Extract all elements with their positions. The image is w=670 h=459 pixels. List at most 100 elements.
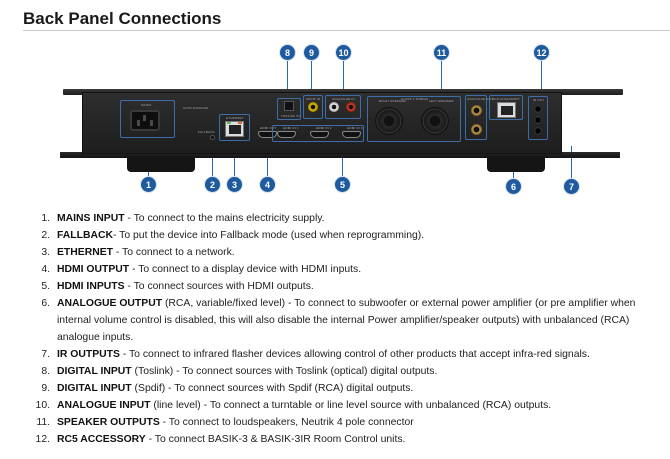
list-item: 10.ANALOGUE INPUT (line level) - To conn… [28, 397, 668, 414]
back-panel-figure: MAINS AUTO RANGING FALLBACK ETHERNET HDM… [0, 38, 670, 198]
chassis-bottom [60, 152, 620, 158]
item-term: IR OUTPUTS [57, 349, 120, 360]
spdif-rca-port[interactable] [308, 102, 318, 112]
analogue-out-left-port[interactable] [471, 105, 482, 116]
group-rc5 [489, 95, 523, 120]
item-term: ANALOGUE INPUT [57, 400, 151, 411]
rubber-foot [127, 158, 195, 172]
rc5-accessory-port[interactable] [497, 102, 516, 118]
callout-2: 2 [205, 177, 220, 192]
item-num: 5. [41, 281, 50, 292]
left-speaker-connector[interactable] [421, 107, 449, 135]
leader-line [311, 58, 312, 100]
leader-line [343, 58, 344, 100]
ethernet-port[interactable] [225, 121, 244, 137]
leader-line [571, 146, 572, 179]
leader-line [267, 138, 268, 179]
item-desc: - To connect a turntable or line level s… [200, 400, 552, 411]
label-rc5-accessory: RC5 ACCESSORY [492, 97, 521, 101]
callout-12: 12 [534, 45, 549, 60]
hdmi-input-3-port[interactable] [342, 131, 361, 138]
leader-line [234, 138, 235, 179]
list-item: 2.FALLBACK- To put the device into Fallb… [28, 227, 668, 244]
list-item: 12.RC5 ACCESSORY - To connect BASIK-3 & … [28, 431, 668, 448]
label-hdmi-out: HDMI OUT [260, 126, 277, 130]
item-desc: - To connect BASIK-3 & BASIK-3IR Room Co… [145, 434, 406, 445]
item-term: FALLBACK [57, 230, 113, 241]
label-analogue-in: ANALOGUE IN [332, 97, 355, 101]
item-num: 7. [41, 349, 50, 360]
fallback-button[interactable] [210, 135, 215, 140]
item-desc: - To connect to infrared flasher devices… [119, 349, 590, 360]
item-term: HDMI OUTPUT [57, 264, 130, 275]
item-num: 9. [41, 383, 50, 394]
callout-8: 8 [280, 45, 295, 60]
item-num: 1. [41, 213, 50, 224]
callout-4: 4 [260, 177, 275, 192]
analogue-in-right-port[interactable] [346, 102, 356, 112]
list-item: 11.SPEAKER OUTPUTS - To connect to louds… [28, 414, 668, 431]
list-item: 1. MAINS INPUT - To connect to the mains … [28, 210, 668, 227]
list-item: 5.HDMI INPUTS - To connect sources with … [28, 278, 668, 295]
right-speaker-connector[interactable] [375, 107, 403, 135]
group-analogue-out [465, 95, 487, 140]
item-num: 4. [41, 264, 50, 275]
group-analogue-in [325, 95, 361, 119]
item-term: MAINS INPUT [57, 213, 125, 224]
item-num: 12. [35, 434, 50, 445]
hdmi-input-1-port[interactable] [277, 131, 296, 138]
list-item: 9. DIGITAL INPUT (Spdif) - To connect sou… [28, 380, 668, 397]
analogue-in-left-port[interactable] [329, 102, 339, 112]
leader-line [342, 142, 343, 179]
label-class2-wiring: CLASS 2 WIRING [401, 97, 429, 101]
item-desc: - To connect sources with Toslink (optic… [173, 366, 438, 377]
item-term: ANALOGUE OUTPUT [57, 298, 163, 309]
item-desc: - To connect to a network. [113, 247, 235, 258]
item-term: HDMI INPUTS [57, 281, 125, 292]
label-mains: MAINS [141, 103, 152, 107]
item-desc: - To connect to a display device with HD… [129, 264, 362, 275]
item-desc: - To connect sources with Spdif (RCA) di… [165, 383, 414, 394]
item-num: 6. [41, 298, 50, 309]
item-qual: (Toslink) [131, 366, 174, 377]
item-term: DIGITAL INPUT [57, 383, 132, 394]
ir-output-2-port[interactable] [534, 116, 542, 124]
label-analogue-out: ANALOGUE OUT [467, 97, 494, 101]
group-speaker-outputs [367, 96, 461, 142]
label-fallback: FALLBACK [198, 130, 215, 134]
label-toslink: TOSLINK IN [281, 114, 300, 118]
label-spdif: SPDIF IN [306, 97, 321, 101]
label-hdmi-in-1: HDMI IN 1 [283, 126, 299, 130]
label-ethernet: ETHERNET [226, 116, 244, 120]
item-term: DIGITAL INPUT [57, 366, 132, 377]
item-desc: - To connect to the mains electricity su… [124, 213, 325, 224]
rubber-foot [487, 158, 545, 172]
callout-11: 11 [434, 45, 449, 60]
analogue-out-right-port[interactable] [471, 124, 482, 135]
list-item: 7. IR OUTPUTS - To connect to infrared fl… [28, 346, 668, 363]
ir-output-3-port[interactable] [534, 127, 542, 135]
item-qual: (Spdif) [131, 383, 166, 394]
label-left-speaker: LEFT SPEAKER [429, 99, 454, 103]
ir-output-1-port[interactable] [534, 105, 542, 113]
item-term: SPEAKER OUTPUTS [57, 417, 160, 428]
group-hdmi-in [272, 125, 364, 142]
label-hdmi-in-2: HDMI IN 2 [316, 126, 332, 130]
list-item: 8. DIGITAL INPUT (Toslink) - To connect s… [28, 363, 668, 380]
group-spdif [303, 95, 323, 119]
rear-panel: MAINS AUTO RANGING FALLBACK ETHERNET HDM… [82, 92, 562, 154]
item-qual: (RCA, variable/fixed level) [162, 298, 286, 309]
group-ethernet [219, 114, 250, 141]
iec-power-socket[interactable] [130, 110, 160, 131]
label-auto-ranging: AUTO RANGING [183, 106, 209, 110]
item-num: 2. [41, 230, 50, 241]
item-term: ETHERNET [57, 247, 113, 258]
item-num: 8. [41, 366, 50, 377]
callout-1: 1 [141, 177, 156, 192]
hdmi-output-port[interactable] [258, 131, 277, 138]
group-toslink [277, 98, 301, 120]
toslink-port[interactable] [284, 101, 294, 111]
item-num: 11. [36, 417, 50, 428]
hdmi-input-2-port[interactable] [310, 131, 329, 138]
callout-9: 9 [304, 45, 319, 60]
